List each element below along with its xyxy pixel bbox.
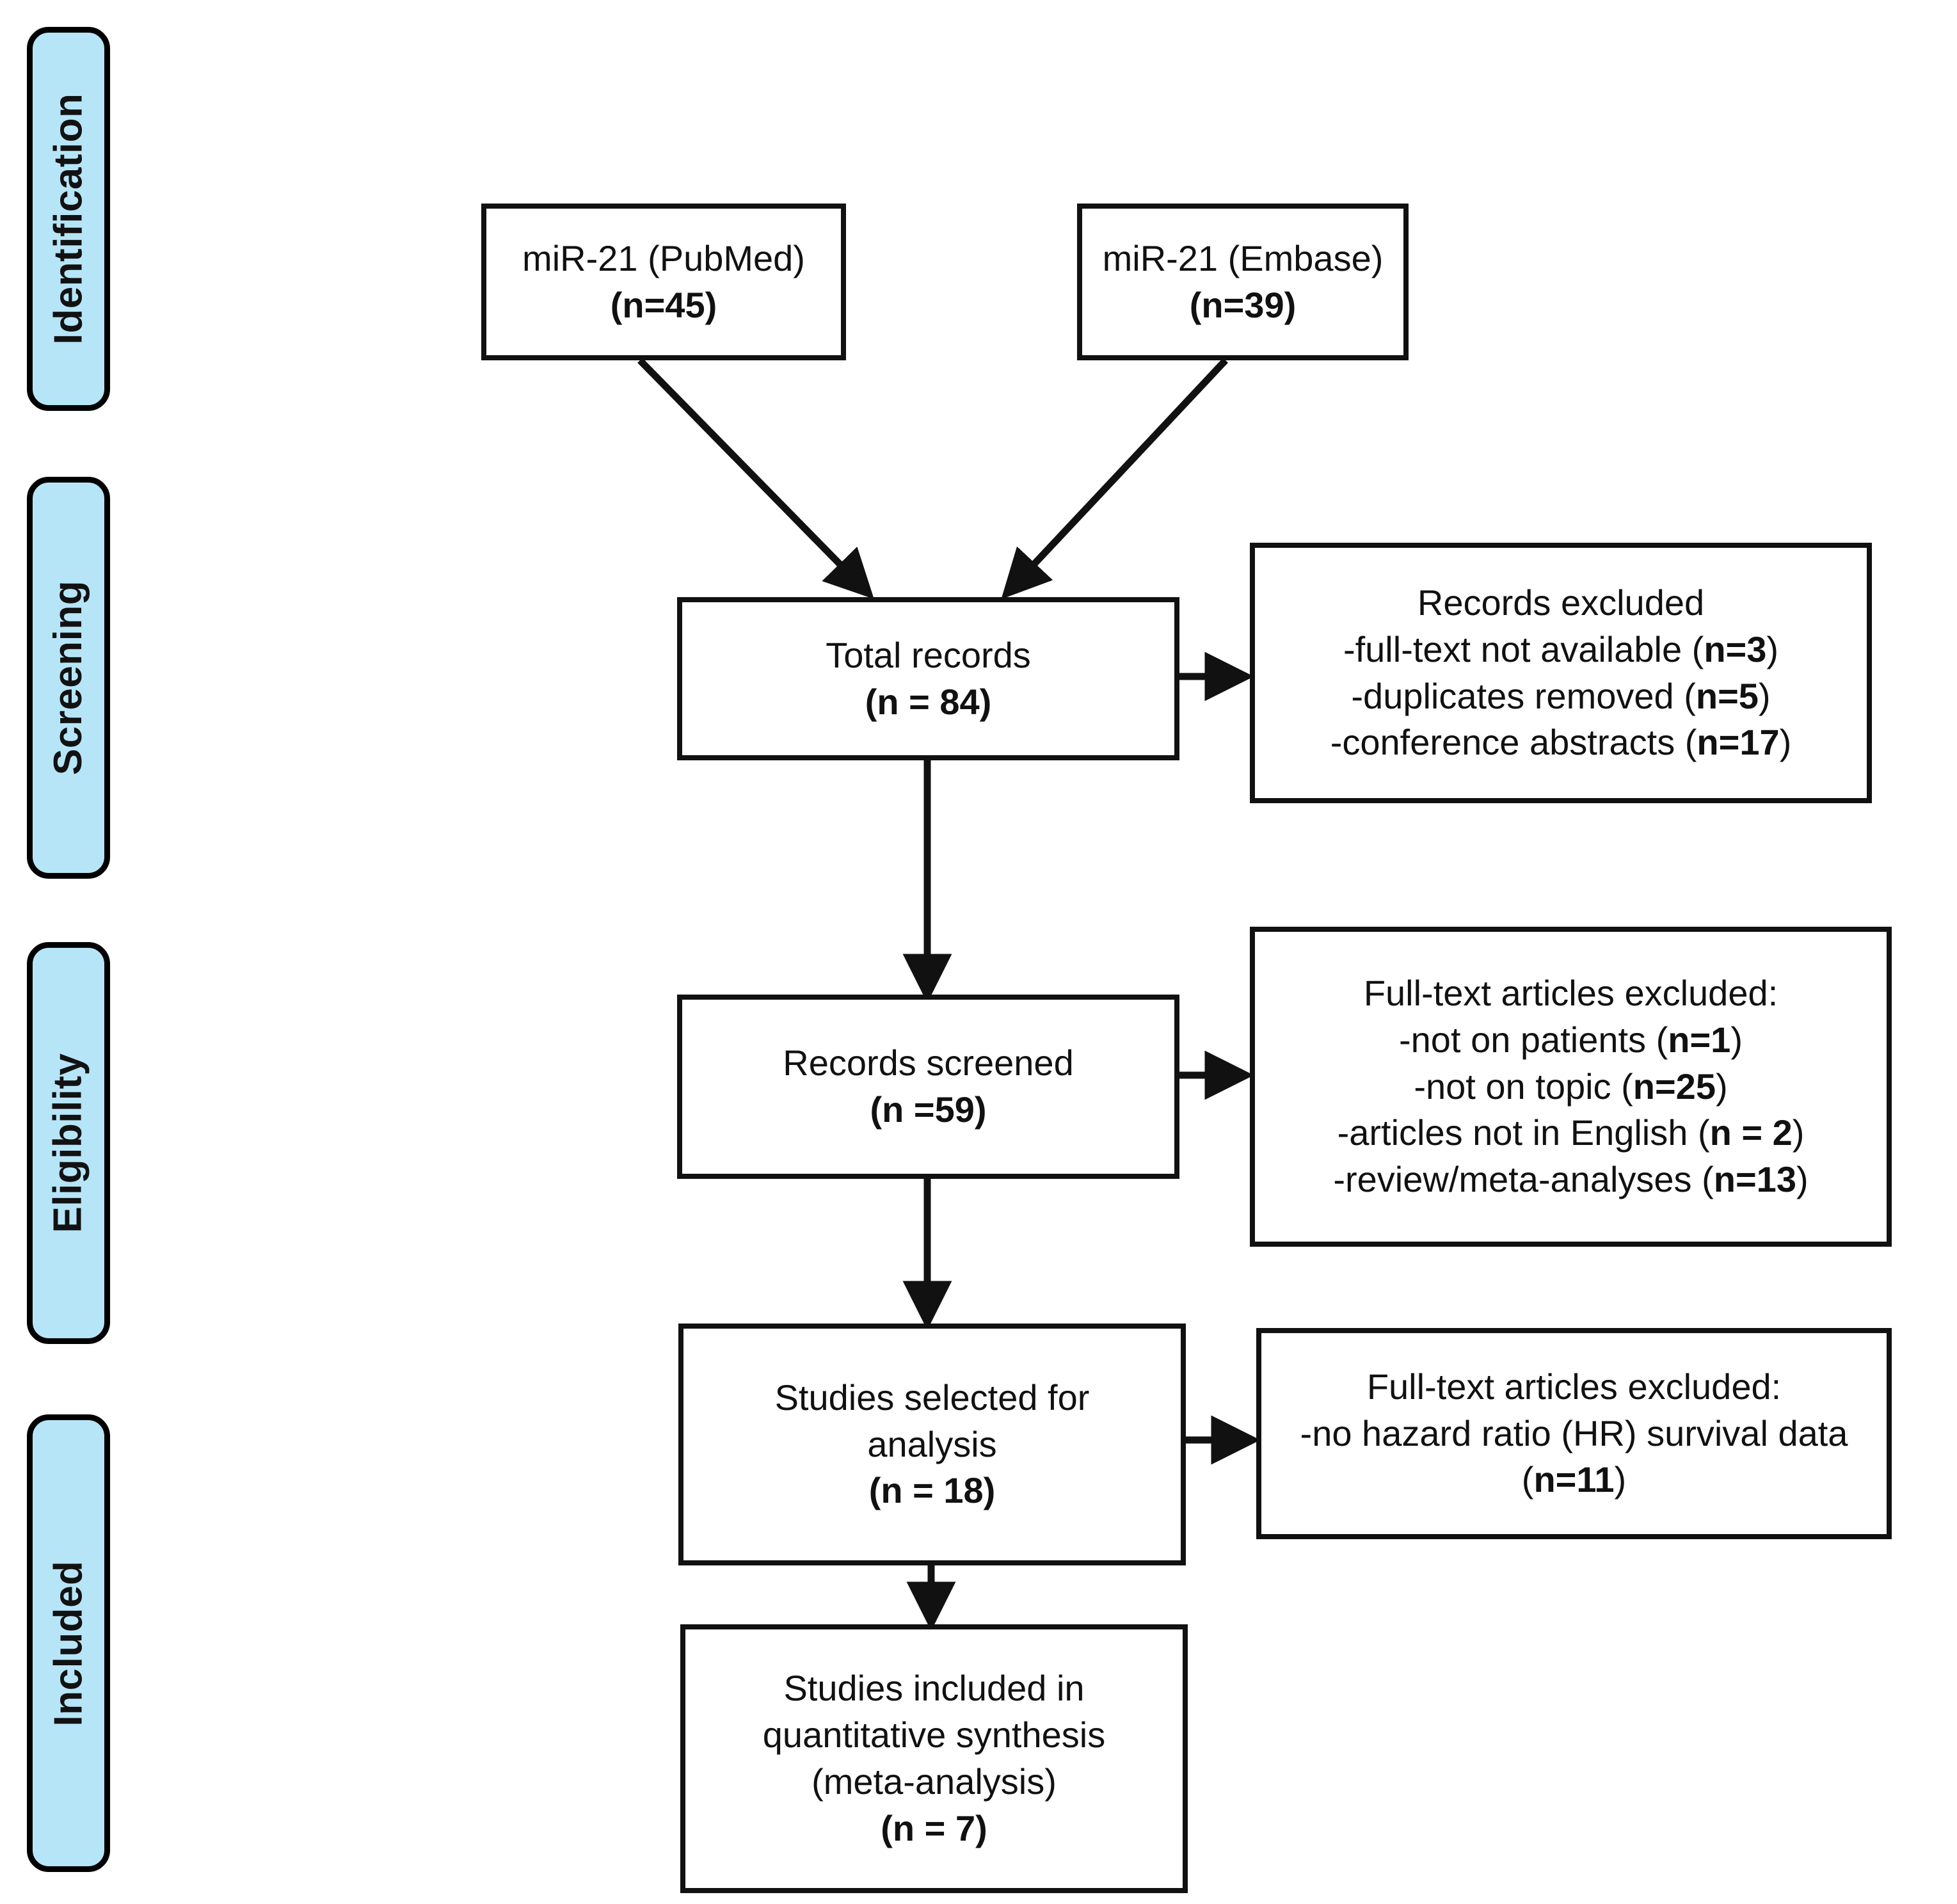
box-records-excluded-line-1: Records excluded	[1417, 582, 1705, 623]
box-fulltext-excluded-1-line-3: -not on topic (n=25)	[1414, 1066, 1728, 1107]
box-records-screened: Records screened (n =59)	[677, 995, 1179, 1179]
box-fulltext-excluded-1-line-5: -review/meta-analyses (n=13)	[1333, 1159, 1809, 1200]
box-studies-selected-line-3: (n = 18)	[868, 1470, 996, 1511]
stage-label-identification: Identification	[46, 93, 90, 345]
box-source-embase-line-2: (n=39)	[1189, 284, 1297, 325]
stage-pill-eligibility: Eligibility	[27, 942, 110, 1344]
box-total-records-line-2: (n = 84)	[865, 681, 992, 722]
box-records-excluded: Records excluded -full-text not availabl…	[1250, 543, 1872, 803]
box-records-excluded-line-4: -conference abstracts (n=17)	[1330, 722, 1792, 763]
box-studies-included-line-4: (n = 7)	[881, 1807, 987, 1848]
box-source-embase: miR-21 (Embase) (n=39)	[1077, 204, 1409, 360]
box-total-records-line-1: Total records	[826, 634, 1031, 675]
box-studies-selected-line-1: Studies selected for	[774, 1377, 1090, 1418]
box-fulltext-excluded-2: Full-text articles excluded: -no hazard …	[1256, 1328, 1892, 1539]
box-fulltext-excluded-1-line-1: Full-text articles excluded:	[1363, 973, 1778, 1013]
connector-pubmed-to-total	[637, 358, 874, 599]
box-records-screened-line-1: Records screened	[783, 1043, 1074, 1084]
box-studies-included-line-2: quantitative synthesis	[762, 1715, 1106, 1756]
stage-pill-screening: Screening	[27, 477, 110, 879]
box-fulltext-excluded-2-line-2: -no hazard ratio (HR) survival data	[1300, 1412, 1848, 1453]
box-studies-included-line-1: Studies included in	[783, 1668, 1085, 1709]
box-fulltext-excluded-1-line-2: -not on patients (n=1)	[1399, 1019, 1743, 1060]
box-studies-selected: Studies selected for analysis (n = 18)	[678, 1324, 1186, 1565]
box-fulltext-excluded-2-line-1: Full-text articles excluded:	[1366, 1366, 1782, 1407]
box-fulltext-excluded-1-line-4: -articles not in English (n = 2)	[1337, 1112, 1805, 1153]
box-records-excluded-line-3: -duplicates removed (n=5)	[1351, 675, 1771, 716]
box-fulltext-excluded-1: Full-text articles excluded: -not on pat…	[1250, 927, 1892, 1247]
box-records-screened-line-2: (n =59)	[870, 1089, 987, 1130]
box-fulltext-excluded-2-line-3: (n=11)	[1521, 1459, 1627, 1500]
box-studies-selected-line-2: analysis	[867, 1423, 997, 1464]
box-source-pubmed-line-1: miR-21 (PubMed)	[522, 237, 805, 278]
box-source-pubmed: miR-21 (PubMed) (n=45)	[481, 204, 846, 360]
box-source-pubmed-line-2: (n=45)	[610, 284, 717, 325]
box-studies-included: Studies included in quantitative synthes…	[680, 1624, 1188, 1893]
stage-label-screening: Screening	[46, 580, 90, 776]
stage-pill-included: Included	[27, 1414, 110, 1872]
box-studies-included-line-3: (meta-analysis)	[811, 1761, 1057, 1802]
stage-pill-identification: Identification	[27, 27, 110, 411]
box-records-excluded-line-2: -full-text not available (n=3)	[1343, 628, 1779, 669]
stage-label-included: Included	[46, 1560, 90, 1726]
stage-label-eligibility: Eligibility	[46, 1053, 90, 1233]
box-total-records: Total records (n = 84)	[677, 597, 1179, 760]
connector-embase-to-total	[1001, 358, 1229, 600]
box-source-embase-line-1: miR-21 (Embase)	[1102, 237, 1384, 278]
